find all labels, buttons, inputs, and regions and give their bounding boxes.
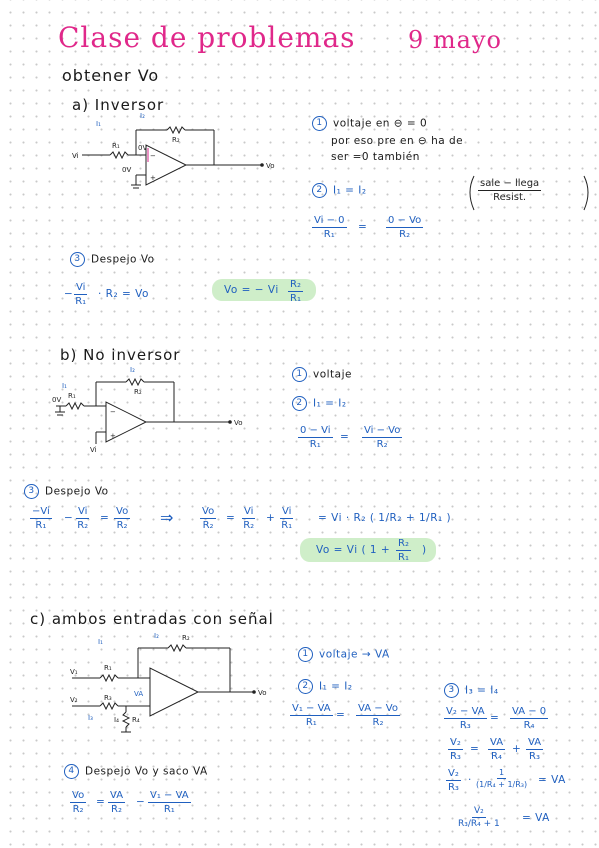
label-vi: Vi xyxy=(90,446,97,454)
a-result-highlight xyxy=(212,279,316,301)
label-v2: V₂ xyxy=(70,696,78,704)
label-i2: I₂ xyxy=(140,112,145,120)
label-r1: R₁ xyxy=(68,392,76,400)
label-r2: R₂ xyxy=(182,634,190,642)
b-implies: ⇒ xyxy=(160,508,174,527)
label-minus: − xyxy=(150,152,156,160)
label-vo: Vo xyxy=(258,689,267,697)
differential-amp-circuit: I₁ I₂ R₁ R₂ R₃ R₄ I₃ I₄ V₁ V₂ VA Vo xyxy=(70,632,267,733)
page-date: 9 mayo xyxy=(408,26,502,54)
label-r4: R₄ xyxy=(132,716,140,724)
label-i1: I₁ xyxy=(96,120,101,128)
b-result-highlight xyxy=(300,538,436,562)
a-step1-line3: ser =0 también xyxy=(331,151,420,163)
a-step1-line2: por eso pre en ⊖ ha de xyxy=(331,135,464,147)
label-i1: I₁ xyxy=(62,382,67,390)
part-c-heading: c) ambos entradas con señal xyxy=(30,610,274,628)
b-step3-tail: = Vi · R₂ ( 1/R₂ + 1/R₁ ) xyxy=(318,512,452,524)
noninverting-amp-circuit: I₁ I₂ R₁ R₂ 0V Vi Vo − + xyxy=(52,366,243,454)
part-a-heading: a) Inversor xyxy=(72,96,165,114)
c-step3-h2: 1(1/R₄ + 1/R₃) xyxy=(476,768,528,789)
label-plus: + xyxy=(150,174,156,182)
a-step2-eqsign: = xyxy=(358,221,368,233)
part-b-heading: b) No inversor xyxy=(60,346,181,364)
a-step3-lead: − xyxy=(64,288,74,300)
label-vminus: 0V xyxy=(138,144,147,152)
label-r2: R₂ xyxy=(134,388,142,396)
label-i4: I₄ xyxy=(114,716,119,724)
label-i2: I₂ xyxy=(130,366,135,374)
c-step3-htail: = VA xyxy=(538,774,566,786)
label-i3: I₃ xyxy=(88,714,93,722)
c-step3-ktail: = VA xyxy=(522,812,550,824)
label-vo: Vo xyxy=(234,419,243,427)
label-0v: 0V xyxy=(122,166,131,174)
label-v1: V₁ xyxy=(70,668,78,676)
label-i2: I₂ xyxy=(154,632,159,640)
label-va: VA xyxy=(134,690,143,698)
label-minus: − xyxy=(110,408,116,416)
label-vi: Vi xyxy=(72,152,79,160)
label-vo: Vo xyxy=(266,162,275,170)
label-r2: R₂ xyxy=(172,136,180,144)
label-plus: + xyxy=(110,432,116,440)
a-result: Vo = − Vi xyxy=(224,284,279,296)
a-step3-rest: · R₂ = Vo xyxy=(98,288,149,300)
label-r1: R₁ xyxy=(112,142,120,150)
a-note-brackets xyxy=(469,175,589,211)
label-i1: I₁ xyxy=(98,638,103,646)
label-0v: 0V xyxy=(52,396,61,404)
label-r1: R₁ xyxy=(104,664,112,672)
page-subtitle: obtener Vo xyxy=(62,66,160,85)
b-result: Vo = Vi ( 1 + xyxy=(316,544,391,556)
inverting-amp-circuit: I₁ I₂ R₁ R₂ Vi Vo 0V 0V − + xyxy=(72,112,275,189)
page-title: Clase de problemas xyxy=(58,21,356,54)
label-r3: R₃ xyxy=(104,694,112,702)
